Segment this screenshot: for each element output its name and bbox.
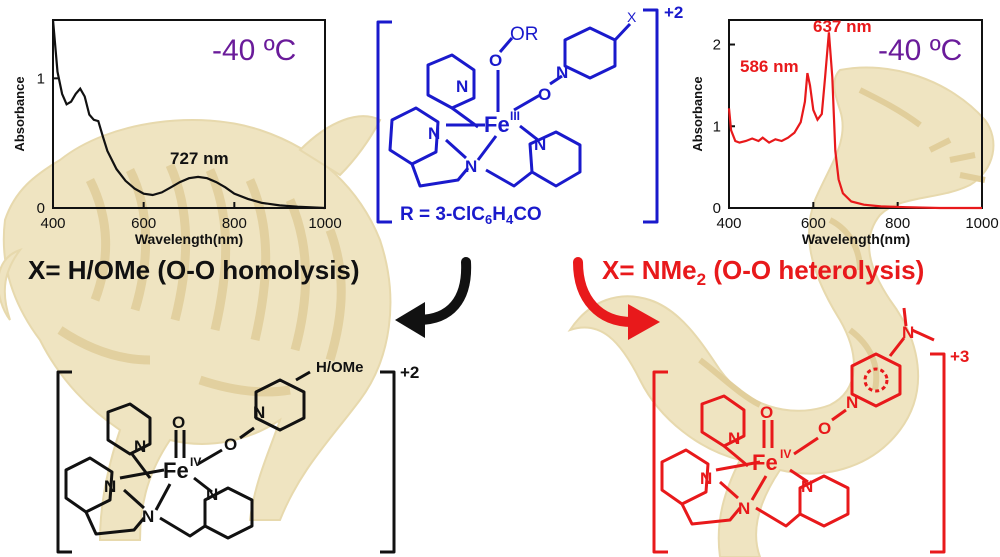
chart-right-peak-label-586: 586 nm xyxy=(740,57,799,76)
atom-N: N xyxy=(465,157,477,176)
atom-O: O xyxy=(538,85,551,104)
chart-left-xlabel: Wavelength(nm) xyxy=(135,231,243,247)
atom-N: N xyxy=(846,393,858,412)
bracket-left-left xyxy=(56,370,72,554)
decorative-background xyxy=(0,66,995,557)
left-condition-label: X= H/OMe (O-O homolysis) xyxy=(28,255,360,285)
chart-right-ticks: 400 600 800 1000 0 1 2 xyxy=(713,37,999,232)
complex-top-fe3 xyxy=(376,8,659,224)
pyridine-ring-1 xyxy=(700,394,746,448)
atom-N: N xyxy=(134,437,146,456)
atom-N: N xyxy=(556,63,568,82)
metal-fe: Fe xyxy=(752,450,778,475)
x-tick-label: 600 xyxy=(801,215,826,232)
atom-O: O xyxy=(489,51,502,70)
substituent-label: H/OMe xyxy=(316,359,364,376)
atom-O: O xyxy=(760,403,773,422)
atom-N: N xyxy=(728,429,740,448)
y-tick-label: 2 xyxy=(713,37,721,54)
y-tick-label: 0 xyxy=(713,200,721,217)
x-tick-label: 400 xyxy=(40,215,65,232)
chart-right-peak-label-637: 637 nm xyxy=(813,17,872,36)
metal-fe: Fe xyxy=(484,112,510,137)
chart-left-ylabel: Absorbance xyxy=(12,76,27,151)
x-tick-label: 600 xyxy=(131,215,156,232)
y-tick-label: 1 xyxy=(713,118,721,135)
bracket-right-top xyxy=(643,8,659,224)
chart-right-temperature: -40 ºC xyxy=(878,34,962,67)
uvvis-chart-left: 400 600 800 1000 0 1 727 nm -40 ºC Wavelength… xyxy=(12,19,342,247)
pyridine-ring-2 xyxy=(64,456,114,514)
bracket-left-right xyxy=(652,370,668,554)
right-condition-label: X= NMe2 (O-O heterolysis) xyxy=(602,255,924,289)
y-tick-label: 1 xyxy=(37,70,45,87)
atom-N: N xyxy=(253,403,265,422)
chart-left-series-line xyxy=(51,19,326,210)
chart-right-ylabel: Absorbance xyxy=(690,76,705,151)
atom-N: N xyxy=(801,477,813,496)
atom-N: N xyxy=(456,77,468,96)
pyridine-ring-2 xyxy=(660,448,710,506)
complex-left-labels: N N N N Fe IV O O N H/OMe +2 xyxy=(104,359,419,526)
x-tick-label: 1000 xyxy=(965,215,998,232)
pyridine-ring-1 xyxy=(106,402,152,456)
bracket-right-left xyxy=(380,370,396,554)
complex-right-fe4-oxo xyxy=(652,307,946,554)
atom-N: N xyxy=(534,135,546,154)
arrow-to-heterolysis xyxy=(573,257,660,340)
tiger-silhouette-icon xyxy=(0,115,392,541)
pyridine-noxide-ring xyxy=(563,26,617,80)
atom-N: N xyxy=(738,499,750,518)
atom-N: N xyxy=(700,469,712,488)
complex-right-labels: N N N N Fe IV O O N N +3 xyxy=(700,323,969,518)
x-substituent-label: X xyxy=(627,9,637,25)
chart-right-xlabel: Wavelength(nm) xyxy=(802,231,910,247)
amine-nitrogen: N xyxy=(902,323,914,342)
x-tick-label: 800 xyxy=(885,215,910,232)
x-tick-label: 800 xyxy=(222,215,247,232)
charge-top: +2 xyxy=(664,3,683,22)
charge-right: +3 xyxy=(950,347,969,366)
dragon-silhouette-icon xyxy=(567,66,995,557)
pyridinium-ring xyxy=(850,352,902,408)
complex-left-fe4-oxo xyxy=(56,370,396,554)
atom-O: O xyxy=(172,413,185,432)
pyridine-ring-1 xyxy=(426,53,476,110)
atom-O: O xyxy=(818,419,831,438)
atom-N: N xyxy=(142,507,154,526)
atom-N: N xyxy=(104,477,116,496)
chart-left-temperature: -40 ºC xyxy=(212,34,296,67)
chart-left-peak-label: 727 nm xyxy=(170,149,229,168)
charge-left: +2 xyxy=(400,363,419,382)
metal-oxidation-state: IV xyxy=(190,455,201,469)
or-group-label: OR xyxy=(510,24,539,45)
bracket-left-top xyxy=(376,20,392,224)
chart-left-frame xyxy=(52,19,326,209)
pyridine-ring-4 xyxy=(254,378,306,432)
atom-O: O xyxy=(224,435,237,454)
complex-top-labels: N N N N Fe III O OR O N X +2 xyxy=(428,3,683,176)
chart-right-series-line xyxy=(727,32,982,210)
x-tick-label: 400 xyxy=(716,215,741,232)
r-group-definition: R = 3-ClC6H4CO xyxy=(400,204,542,227)
bracket-right-right xyxy=(930,352,946,554)
metal-fe: Fe xyxy=(163,458,189,483)
metal-oxidation-state: III xyxy=(510,109,520,123)
y-tick-label: 0 xyxy=(37,200,45,217)
atom-N: N xyxy=(428,124,440,143)
metal-oxidation-state: IV xyxy=(780,447,791,461)
x-tick-label: 1000 xyxy=(308,215,341,232)
uvvis-chart-right: 400 600 800 1000 0 1 2 586 nm 637 nm -40 ºC Wa… xyxy=(690,17,999,247)
atom-N: N xyxy=(206,485,218,504)
pyridine-ring-2 xyxy=(388,106,440,166)
arrow-to-homolysis xyxy=(395,257,472,338)
radical-cation-circle xyxy=(863,367,889,393)
